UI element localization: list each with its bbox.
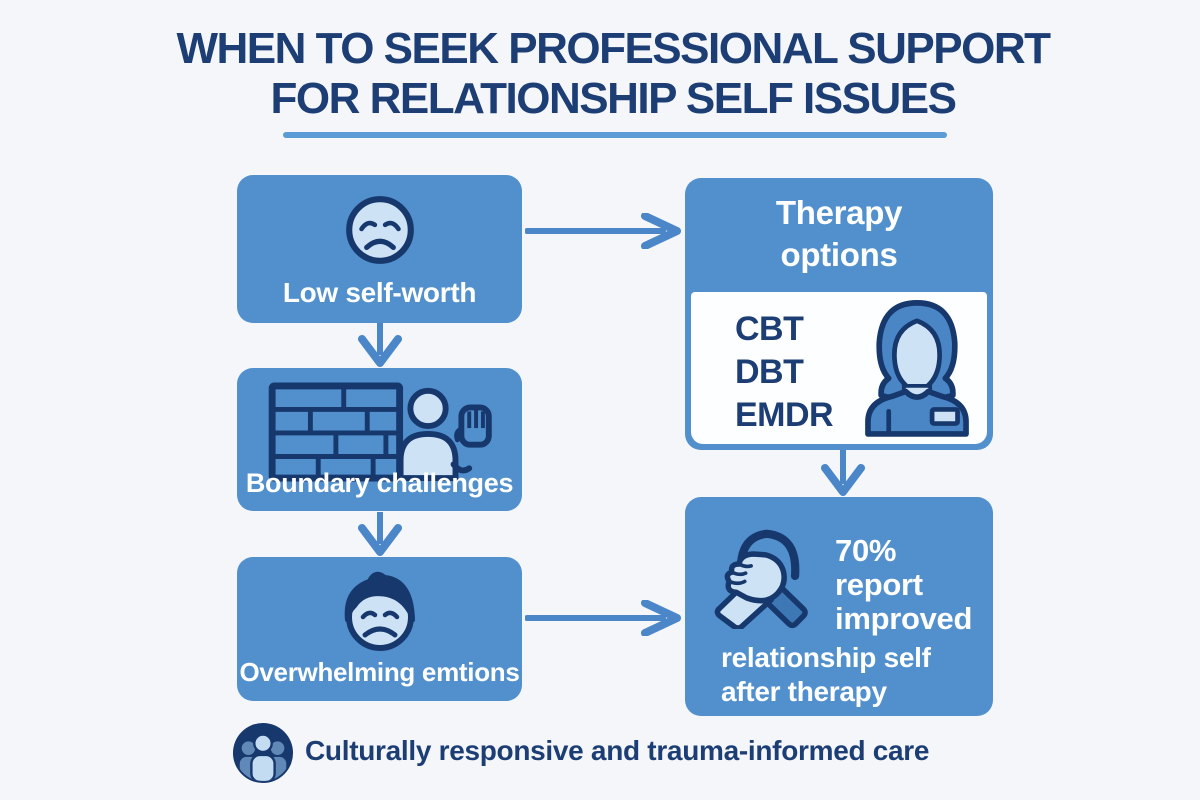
flow-box-label: Boundary challenges bbox=[245, 468, 514, 498]
flow-box-boundary-challenges: Boundary challenges bbox=[237, 368, 522, 511]
distressed-face-icon bbox=[237, 565, 522, 657]
arrow-box1-to-box2 bbox=[358, 323, 402, 367]
title-underline bbox=[283, 132, 947, 138]
flow-box-low-self-worth: Low self-worth bbox=[237, 175, 522, 323]
handclasp-icon bbox=[709, 521, 817, 634]
flow-box-label: Overwhelming emtions bbox=[239, 657, 520, 687]
arrow-box2-to-box3 bbox=[358, 512, 402, 556]
arrow-emotions-to-stat bbox=[525, 600, 681, 636]
flow-box-overwhelming-emotions: Overwhelming emtions bbox=[237, 557, 522, 701]
therapy-option-cbt: CBT bbox=[735, 310, 804, 348]
stat-box: 70% report improved relationship self af… bbox=[685, 497, 993, 716]
therapy-options-list: CBT DBT EMDR bbox=[735, 308, 834, 437]
page-title: WHEN TO SEEK PROFESSIONAL SUPPORT FOR RE… bbox=[176, 24, 1052, 124]
flow-box-label: Low self-worth bbox=[282, 277, 477, 308]
therapy-option-emdr: EMDR bbox=[735, 396, 834, 434]
stat-caption-text: relationship self after therapy bbox=[721, 642, 931, 707]
therapist-icon bbox=[851, 297, 983, 442]
boundary-wall-hand-icon bbox=[237, 382, 522, 482]
therapy-options-title: Therapy options bbox=[775, 194, 903, 273]
stat-percentage-text: 70% report improved bbox=[835, 533, 973, 636]
arrow-therapy-to-stat bbox=[821, 450, 865, 496]
arrow-low-self-worth-to-therapy bbox=[525, 213, 681, 249]
therapy-options-panel: CBT DBT EMDR bbox=[691, 292, 987, 444]
therapy-options-box: Therapy options CBT DBT EMDR bbox=[685, 178, 993, 450]
footer-note: Culturally responsive and trauma-informe… bbox=[305, 735, 930, 766]
therapy-option-dbt: DBT bbox=[735, 353, 804, 391]
group-people-icon bbox=[232, 722, 294, 789]
sad-face-icon bbox=[237, 191, 522, 269]
